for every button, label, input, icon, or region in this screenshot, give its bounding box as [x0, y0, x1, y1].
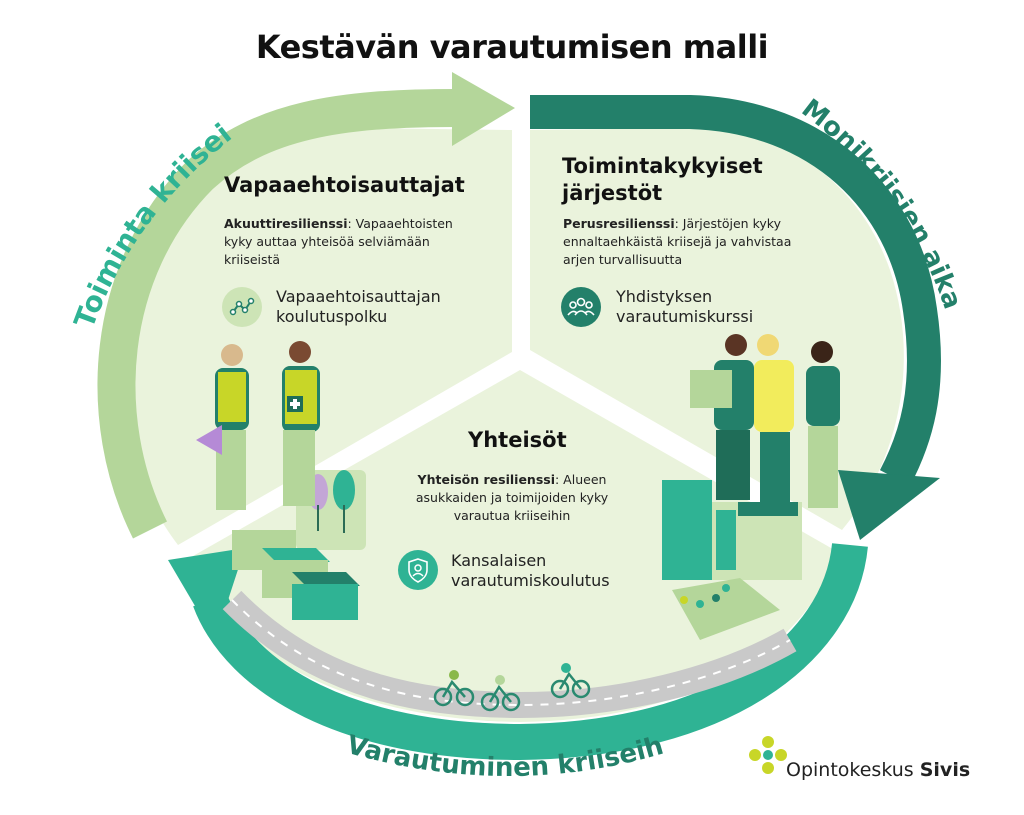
arc-bottom-arrow: [168, 542, 868, 761]
volunteers-course-line2: koulutuspolku: [276, 307, 388, 326]
organizations-course-line2: varautumiskurssi: [616, 307, 754, 326]
communities-course[interactable]: Kansalaisen varautumiskoulutus: [451, 551, 610, 591]
route-icon: [222, 287, 262, 327]
organizations-course-line1: Yhdistyksen: [616, 287, 713, 306]
arc-right-arrow: [530, 95, 941, 540]
logo-text-regular: Opintokeskus: [786, 759, 920, 781]
communities-course-line1: Kansalaisen: [451, 551, 547, 570]
communities-resilience-term: Yhteisön resilienssi: [417, 472, 555, 487]
organizations-title-line2: järjestöt: [562, 181, 663, 205]
communities-resilience: Yhteisön resilienssi: Alueen asukkaiden …: [400, 471, 624, 525]
buildings-illustration: [662, 480, 802, 640]
organizations-title-line1: Toimintakykyiset: [562, 154, 763, 178]
arc-left-arrow: [97, 72, 515, 539]
volunteers-resilience: Akuuttiresilienssi: Vapaaehtoisten kyky …: [224, 215, 454, 269]
shield-person-icon: [398, 550, 438, 590]
organizations-title: Toimintakykyiset järjestöt: [562, 153, 763, 207]
sivis-flower-logo: [749, 736, 787, 774]
cyclist-icon: [480, 684, 521, 712]
organizations-resilience: Perusresilienssi: Järjestöjen kyky ennal…: [563, 215, 823, 269]
organizations-resilience-term: Perusresilienssi: [563, 216, 675, 231]
organizations-illustration: [690, 334, 840, 508]
communities-title: Yhteisöt: [468, 428, 567, 452]
road-illustration: [222, 590, 797, 719]
volunteers-course[interactable]: Vapaaehtoisauttajan koulutuspolku: [276, 287, 441, 327]
cyclist-icon: [550, 671, 591, 699]
volunteers-course-line1: Vapaaehtoisauttajan: [276, 287, 441, 306]
communities-course-line2: varautumiskoulutus: [451, 571, 610, 590]
panel-communities: [186, 370, 838, 722]
logo-text-bold: Sivis: [919, 759, 971, 781]
page-title: Kestävän varautumisen malli: [255, 28, 769, 66]
cyclist-icon: [433, 679, 475, 707]
communities-resilience-text: : Alueen asukkaiden ja toimijoiden kyky …: [415, 472, 609, 523]
group-icon: [561, 287, 601, 327]
organizations-resilience-text: : Järjestöjen kyky ennaltaehkäistä kriis…: [563, 216, 792, 267]
volunteers-resilience-term: Akuuttiresilienssi: [224, 216, 348, 231]
volunteers-resilience-text: : Vapaaehtoisten kyky auttaa yhteisöä se…: [224, 216, 453, 267]
sivis-logo[interactable]: Opintokeskus Sivis: [786, 759, 970, 781]
organizations-course[interactable]: Yhdistyksen varautumiskurssi: [616, 287, 753, 327]
volunteers-title: Vapaaehtoisauttajat: [224, 173, 465, 197]
volunteers-illustration: [196, 341, 320, 510]
